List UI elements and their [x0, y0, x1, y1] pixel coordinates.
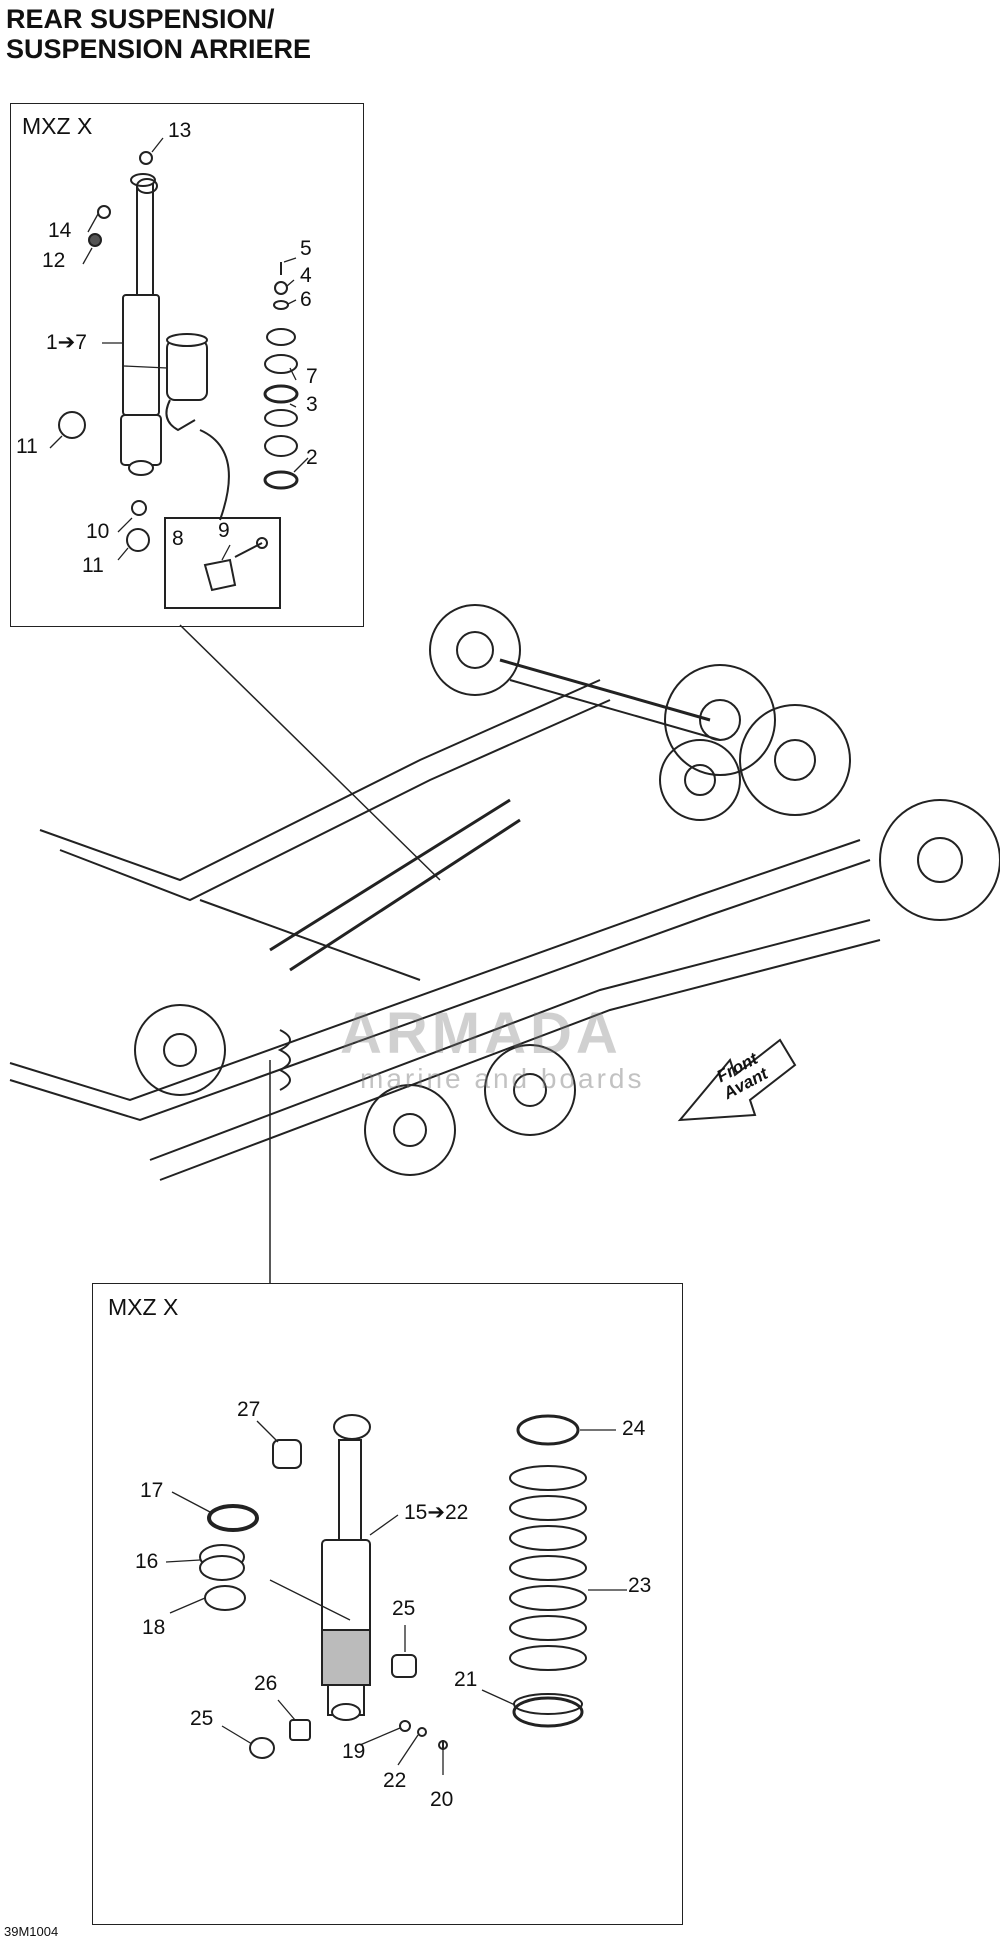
callout-11-upper: 11 [16, 435, 38, 458]
main-suspension-assembly [9, 604, 1000, 1283]
callout-11-lower: 11 [82, 554, 104, 577]
callout-25-upper: 25 [392, 1597, 416, 1620]
callout-15-22: 15➔22 [404, 1501, 469, 1524]
bottom-spring [509, 1465, 587, 1671]
callout-21: 21 [454, 1668, 478, 1691]
callout-26: 26 [254, 1672, 278, 1695]
callout-5: 5 [300, 237, 312, 260]
front-arrow [677, 1038, 797, 1122]
callout-16: 16 [135, 1550, 159, 1573]
callout-6: 6 [300, 288, 312, 311]
callout-27: 27 [237, 1398, 261, 1421]
bottom-shock-absorber [321, 1414, 371, 1721]
callout-4: 4 [300, 264, 312, 287]
callout-8: 8 [172, 527, 184, 550]
callout-25-lower: 25 [190, 1707, 214, 1730]
top-shock-absorber [120, 173, 162, 476]
top-model-label: MXZ X [22, 113, 93, 139]
callout-23: 23 [628, 1574, 652, 1597]
callout-13: 13 [168, 119, 192, 142]
callout-2: 2 [306, 446, 318, 469]
diagram-title: REAR SUSPENSION/ SUSPENSION ARRIERE [6, 4, 311, 64]
title-line-1: REAR SUSPENSION/ [6, 4, 275, 34]
callout-22: 22 [383, 1769, 407, 1792]
callout-3: 3 [306, 393, 318, 416]
callout-19: 19 [342, 1740, 366, 1763]
title-line-2: SUSPENSION ARRIERE [6, 34, 312, 64]
callout-7: 7 [306, 365, 318, 388]
watermark-tagline: marine and boards [360, 1063, 645, 1094]
bottom-model-label: MXZ X [108, 1294, 179, 1320]
callout-18: 18 [142, 1616, 166, 1639]
document-id: 39M1004 [4, 1924, 59, 1939]
callout-12: 12 [42, 249, 66, 272]
callout-24: 24 [622, 1417, 646, 1440]
callout-1-7: 1➔7 [46, 331, 87, 354]
callout-17: 17 [140, 1479, 164, 1502]
callout-9: 9 [218, 519, 230, 542]
top-reservoir [165, 333, 230, 521]
callout-10: 10 [86, 520, 110, 543]
callout-14: 14 [48, 219, 72, 242]
callout-20: 20 [430, 1788, 454, 1811]
watermark-brand: ARMADA [340, 1001, 622, 1066]
